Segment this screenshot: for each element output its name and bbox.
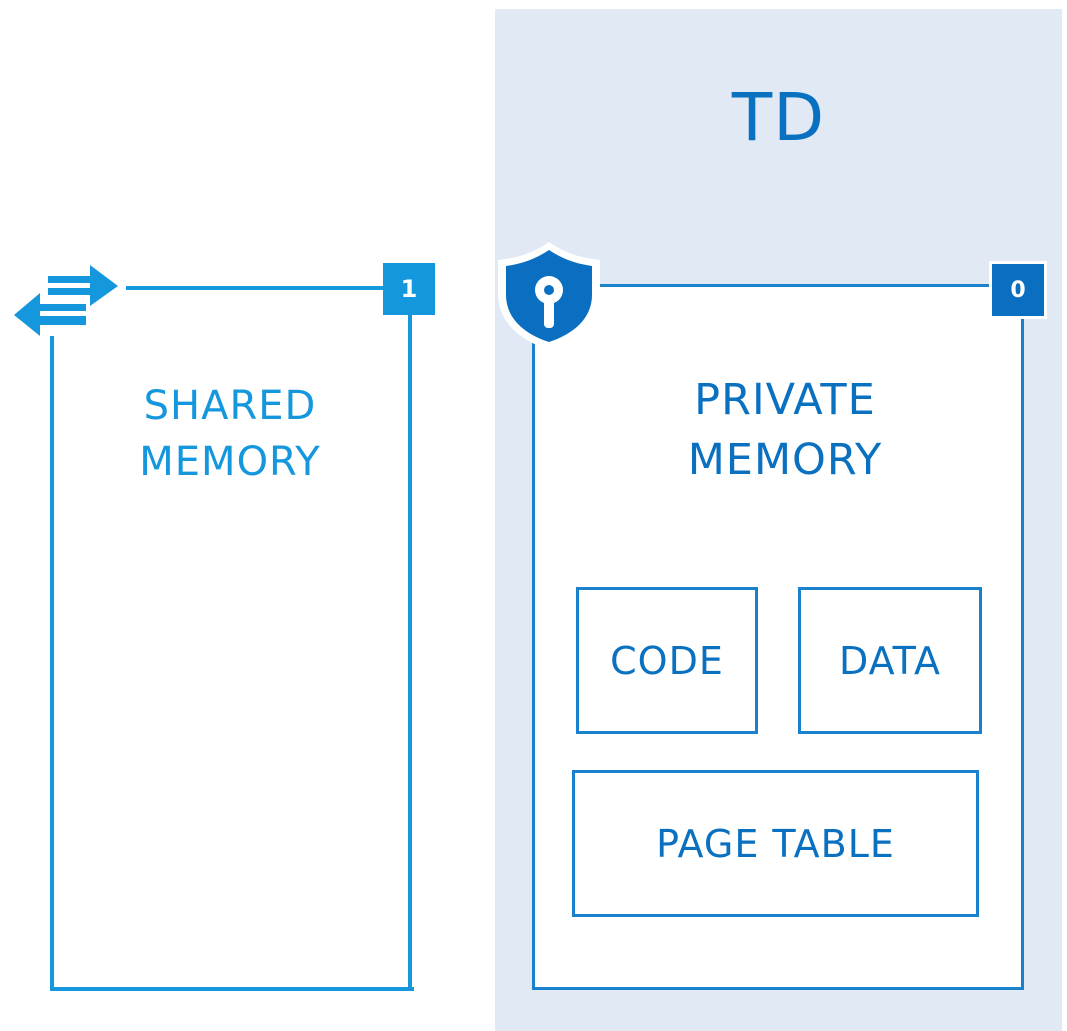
page-table-block: PAGE TABLE: [572, 770, 979, 917]
private-memory-badge: 0: [989, 261, 1047, 319]
bidirectional-arrows-icon: [14, 265, 118, 336]
td-title: TD: [731, 79, 826, 156]
shared-memory-badge: 1: [383, 263, 435, 315]
data-block: DATA: [798, 587, 982, 734]
shield-lock-icon: [498, 242, 600, 350]
shared-memory-title-line1: SHARED: [143, 383, 317, 429]
code-block: CODE: [576, 587, 758, 734]
shared-memory-title: SHARED MEMORY: [90, 378, 370, 490]
private-memory-title-line2: MEMORY: [687, 435, 883, 485]
shared-memory-box: [50, 286, 414, 991]
shared-memory-title-line2: MEMORY: [139, 439, 321, 485]
private-memory-title-line1: PRIVATE: [694, 375, 876, 425]
private-memory-title: PRIVATE MEMORY: [600, 370, 970, 490]
